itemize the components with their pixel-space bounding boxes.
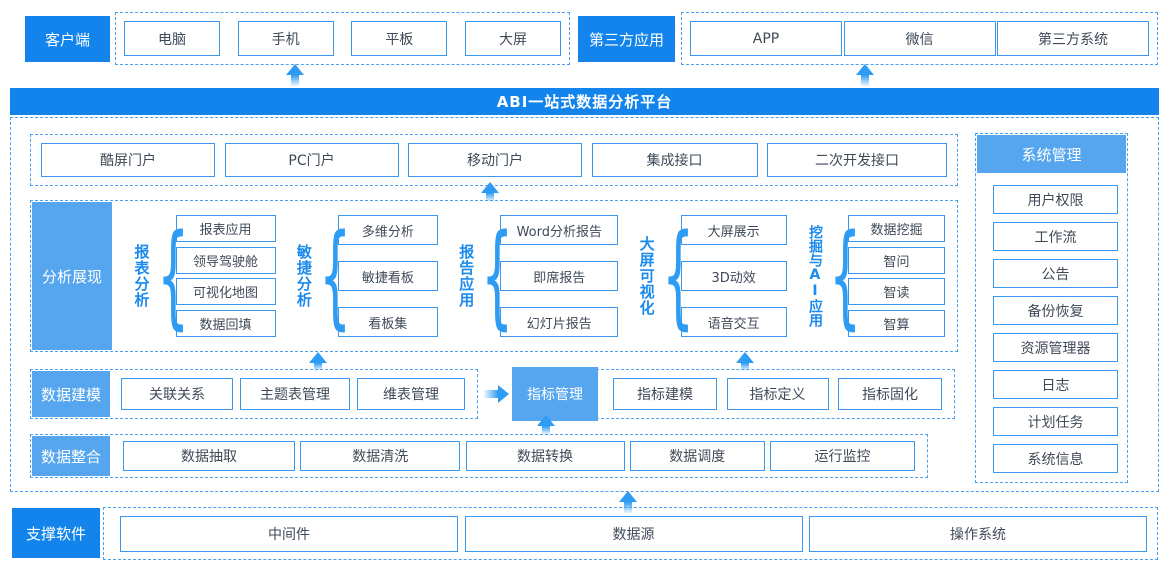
client-item: 电脑 xyxy=(124,21,220,56)
client-item: 手机 xyxy=(237,21,334,56)
analysis-item: 即席报告 xyxy=(500,261,619,291)
analysis-group-ai: 挖掘与AI应用 { 数据挖掘 智问 智读 智算 xyxy=(807,215,945,337)
integration-label: 数据整合 xyxy=(32,436,110,476)
brace-icon: { xyxy=(481,211,514,341)
up-arrow-icon xyxy=(481,182,499,202)
third-party-label: 第三方应用 xyxy=(578,16,675,62)
analysis-item: 智问 xyxy=(847,246,945,274)
system-item: 用户权限 xyxy=(993,185,1118,214)
up-arrow-icon xyxy=(856,64,874,87)
up-arrow-icon xyxy=(619,491,637,514)
analysis-row: 分析展现 报表分析 { 报表应用 领导驾驶舱 可视化地图 数据回填 敏捷分析 {… xyxy=(30,200,958,352)
third-party-group: APP 微信 第三方系统 xyxy=(681,12,1158,65)
analysis-group-name: 报表分析 xyxy=(132,244,151,308)
analysis-item: 智读 xyxy=(847,278,945,306)
third-party-item: APP xyxy=(690,21,842,56)
modeling-row: 数据建模 关联关系 主题表管理 维表管理 xyxy=(30,369,478,419)
indicator-row: 指标建模 指标定义 指标固化 xyxy=(596,369,955,419)
client-item: 大屏 xyxy=(464,21,561,56)
analysis-group-reporting: 报告应用 { Word分析报告 即席报告 幻灯片报告 xyxy=(457,211,619,341)
analysis-item: 数据回填 xyxy=(175,309,276,337)
analysis-item: Word分析报告 xyxy=(500,215,619,245)
system-item: 备份恢复 xyxy=(993,296,1118,325)
integration-row: 数据整合 数据抽取 数据清洗 数据转换 数据调度 运行监控 xyxy=(30,434,928,478)
brace-icon: { xyxy=(829,211,862,341)
analysis-item: 语音交互 xyxy=(680,307,787,337)
system-label: 系统管理 xyxy=(977,135,1126,173)
modeling-item: 维表管理 xyxy=(357,378,465,410)
indicator-item: 指标建模 xyxy=(613,378,717,410)
analysis-groups: 报表分析 { 报表应用 领导驾驶舱 可视化地图 数据回填 敏捷分析 { 多维分析… xyxy=(133,201,945,351)
up-arrow-icon xyxy=(736,352,754,371)
portal-row: 酷屏门户 PC门户 移动门户 集成接口 二次开发接口 xyxy=(30,134,958,186)
analysis-group-bigscreen: 大屏可视化 { 大屏展示 3D动效 语音交互 xyxy=(638,215,787,337)
analysis-group-report: 报表分析 { 报表应用 领导驾驶舱 可视化地图 数据回填 xyxy=(133,215,276,337)
indicator-label: 指标管理 xyxy=(512,367,598,421)
analysis-group-name: 大屏可视化 xyxy=(637,236,656,316)
analysis-item: 报表应用 xyxy=(175,215,276,242)
modeling-item: 关联关系 xyxy=(121,378,233,410)
analysis-item: 幻灯片报告 xyxy=(500,307,619,337)
up-arrow-icon xyxy=(286,64,304,87)
portal-item: PC门户 xyxy=(224,143,399,177)
indicator-item: 指标固化 xyxy=(838,378,942,410)
support-item: 中间件 xyxy=(120,515,458,552)
analysis-item: 3D动效 xyxy=(680,261,787,291)
brace-icon: { xyxy=(319,211,352,341)
platform-container xyxy=(10,117,1159,492)
analysis-item: 大屏展示 xyxy=(680,215,787,245)
portal-item: 集成接口 xyxy=(591,143,758,177)
up-arrow-icon xyxy=(537,415,555,435)
portal-item: 酷屏门户 xyxy=(41,143,215,177)
integration-item: 数据清洗 xyxy=(300,441,461,471)
brace-icon: { xyxy=(661,211,694,341)
system-item: 工作流 xyxy=(993,222,1118,251)
third-party-item: 第三方系统 xyxy=(997,21,1149,56)
analysis-item: 领导驾驶舱 xyxy=(175,246,276,274)
analysis-item: 数据挖掘 xyxy=(847,215,945,242)
system-item: 日志 xyxy=(993,370,1118,399)
modeling-label: 数据建模 xyxy=(32,371,110,417)
integration-item: 数据转换 xyxy=(465,441,625,471)
analysis-group-name: 报告应用 xyxy=(457,244,476,308)
up-arrow-icon xyxy=(309,352,327,371)
analysis-group-name: 挖掘与AI应用 xyxy=(806,225,823,327)
support-item: 数据源 xyxy=(464,515,803,552)
modeling-item: 主题表管理 xyxy=(240,378,350,410)
analysis-item: 多维分析 xyxy=(337,215,438,245)
right-arrow-icon xyxy=(483,385,509,403)
system-item: 计划任务 xyxy=(993,407,1118,436)
analysis-item: 敏捷看板 xyxy=(337,261,438,291)
integration-item: 数据抽取 xyxy=(123,441,295,471)
support-item: 操作系统 xyxy=(809,515,1147,552)
client-label: 客户端 xyxy=(25,16,110,62)
brace-icon: { xyxy=(156,211,189,341)
integration-item: 数据调度 xyxy=(629,441,765,471)
system-item: 资源管理器 xyxy=(993,333,1118,362)
integration-item: 运行监控 xyxy=(770,441,915,471)
analysis-item: 智算 xyxy=(847,309,945,337)
support-label: 支撑软件 xyxy=(12,508,100,558)
portal-item: 二次开发接口 xyxy=(767,143,947,177)
analysis-group-name: 敏捷分析 xyxy=(294,244,313,308)
system-item: 公告 xyxy=(993,259,1118,288)
indicator-item: 指标定义 xyxy=(726,378,829,410)
analysis-item: 可视化地图 xyxy=(175,278,276,306)
analysis-group-agile: 敏捷分析 { 多维分析 敏捷看板 看板集 xyxy=(295,215,438,337)
client-item: 平板 xyxy=(351,21,448,56)
system-panel: 系统管理 用户权限 工作流 公告 备份恢复 资源管理器 日志 计划任务 系统信息 xyxy=(975,133,1128,483)
system-item: 系统信息 xyxy=(993,444,1118,473)
support-row: 中间件 数据源 操作系统 xyxy=(103,507,1158,560)
client-group: 电脑 手机 平板 大屏 xyxy=(115,12,570,65)
analysis-item: 看板集 xyxy=(337,307,438,337)
third-party-item: 微信 xyxy=(843,21,996,56)
portal-item: 移动门户 xyxy=(408,143,582,177)
analysis-label: 分析展现 xyxy=(32,202,112,350)
platform-banner: ABI一站式数据分析平台 xyxy=(10,88,1159,115)
system-items: 用户权限 工作流 公告 备份恢复 资源管理器 日志 计划任务 系统信息 xyxy=(993,185,1118,473)
